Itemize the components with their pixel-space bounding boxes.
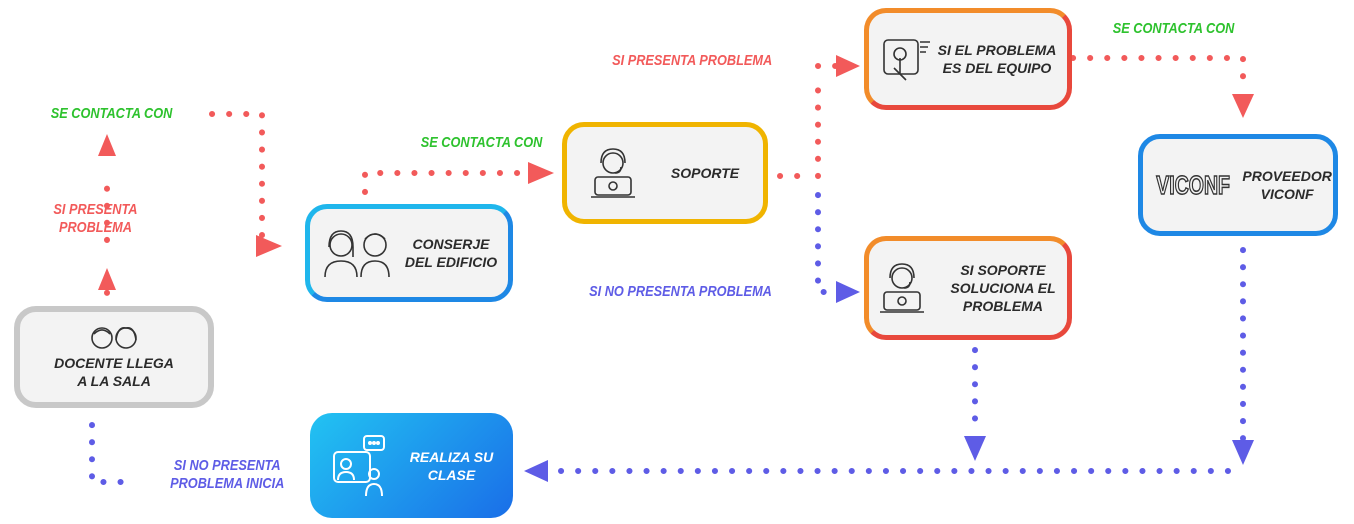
arrow-right-equipo [836,55,860,77]
node-conserje: CONSERJE DEL EDIFICIO [305,204,513,302]
node-solucion: SI SOPORTE SOLUCIONA EL PROBLEMA [864,236,1072,340]
video-call-icon [332,434,385,496]
label-contact-1: SE CONTACTA CON [50,105,173,122]
arrow-down-viconf [1232,94,1254,118]
node-viconf-text: PROVEEDOR VICONF [1242,168,1332,202]
label-contact-2: SE CONTACTA CON [420,134,543,151]
support-agent-icon [590,148,635,198]
node-viconf: VICONF PROVEEDOR VICONF [1138,134,1338,236]
node-clase-text: REALIZA SU CLASE [409,448,494,483]
arrow-right-soporte [528,162,554,184]
arrow-right-solucion [836,281,860,303]
label-no-problem-1: SI NO PRESENTA PROBLEMA [589,283,772,300]
node-solucion-text: SI SOPORTE SOLUCIONA EL PROBLEMA [950,262,1056,314]
people-icon [324,230,390,278]
label-problem-1: SI PRESENTA PROBLEMA [53,201,138,236]
node-equipo-text: SI EL PROBLEMA ES DEL EQUIPO [937,42,1057,76]
node-conserje-text: CONSERJE DEL EDIFICIO [404,236,498,270]
arrow-left-clase [524,460,548,482]
connector-soporte-down [815,192,841,295]
connector-docente-down [89,422,131,485]
label-no-problem-2: SI NO PRESENTA PROBLEMA INICIA [170,457,285,492]
connector-equipo-viconf [1070,55,1246,93]
arrow-down-solucion [964,436,986,461]
arrow-up-1 [98,268,116,290]
connector-conserje-soporte [362,170,533,195]
arrow-down-viconf-blue [1232,440,1254,465]
viconf-logo: VICONF [1156,169,1231,201]
node-clase: REALIZA SU CLASE [310,413,513,518]
connector-to-conserje [209,111,265,243]
label-contact-3: SE CONTACTA CON [1112,20,1235,37]
node-equipo: SI EL PROBLEMA ES DEL EQUIPO [864,8,1072,110]
node-docente-text: DOCENTE LLEGA A LA SALA [54,355,174,389]
node-soporte: SOPORTE [562,122,768,224]
arrow-up-2 [98,134,116,156]
node-soporte-text: SOPORTE [670,165,740,181]
arrowheads [98,55,1254,482]
node-docente: DOCENTE LLEGA A LA SALA [14,306,214,408]
support-agent-icon [880,263,925,313]
arrow-right-conserje [256,235,282,257]
touch-screen-icon [882,39,930,81]
label-problem-2: SI PRESENTA PROBLEMA [612,52,773,69]
people-icon [91,326,137,349]
